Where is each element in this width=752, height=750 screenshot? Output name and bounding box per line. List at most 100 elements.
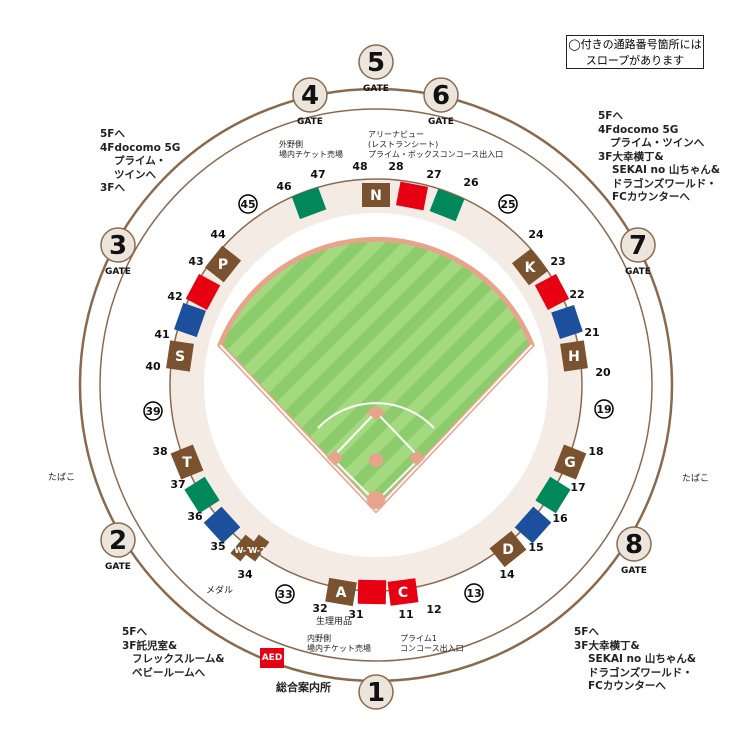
gate-number-2: 2 xyxy=(109,526,127,556)
aisle-label-15: 15 xyxy=(528,541,543,554)
aisle-label-34: 34 xyxy=(237,568,253,581)
seat-block-color-3 xyxy=(551,304,583,340)
seat-block-color-4 xyxy=(535,476,571,514)
arena-view-label: アリーナビュー (レストランシート) プライム・ボックスコンコース出入口 xyxy=(368,130,503,160)
aisle-31: 31 xyxy=(348,608,363,621)
aisle-18: 18 xyxy=(588,445,603,458)
seat-block-label-g: G xyxy=(564,455,576,471)
gate-label-3: GATE xyxy=(105,267,131,277)
aisle-label-27: 27 xyxy=(426,168,441,181)
gate-label-4: GATE xyxy=(297,117,323,127)
note-bottom-left-4: ベビールームへ xyxy=(132,666,206,679)
note-bottom-right: 5Fへ 3F大幸横丁& SEKAI no 山ちゃん& ドラゴンズワールド・ FC… xyxy=(574,626,696,694)
aisle-24: 24 xyxy=(528,228,544,241)
gate-label-7: GATE xyxy=(625,267,651,277)
foul-lines xyxy=(219,344,533,512)
aisle-42: 42 xyxy=(167,290,182,303)
aisle-label-26: 26 xyxy=(463,176,479,189)
info-center-label: 総合案内所 xyxy=(276,681,331,694)
aisle-label-48: 48 xyxy=(352,160,367,173)
gate-number-7: 7 xyxy=(629,231,647,261)
third-base xyxy=(327,450,343,466)
note-bottom-right-1: 5Fへ xyxy=(574,626,599,638)
seat-block-w-2: W-2 xyxy=(244,534,270,562)
seat-block-color-6 xyxy=(357,579,387,605)
note-top-left-5: 3Fへ xyxy=(100,182,125,194)
aisle-label-40: 40 xyxy=(145,360,161,373)
seat-block-color-9 xyxy=(174,302,206,338)
aisle-label-43: 43 xyxy=(188,255,203,268)
warning-track xyxy=(217,236,535,514)
aisle-43: 43 xyxy=(188,255,203,268)
aisle-19: 19 xyxy=(594,399,614,419)
seat-block-w-1: W-1 xyxy=(230,534,256,562)
gate-number-5: 5 xyxy=(367,48,385,78)
gate-label-5: GATE xyxy=(363,84,389,94)
aisle-36: 36 xyxy=(187,510,203,523)
aisle-27: 27 xyxy=(426,168,441,181)
note-bottom-left-1: 5Fへ xyxy=(122,626,147,638)
gate-number-3: 3 xyxy=(109,231,127,261)
infield-ticket-line-2: 場内チケット売場 xyxy=(307,644,371,653)
aisle-28: 28 xyxy=(388,160,403,173)
note-top-left-1: 5Fへ xyxy=(100,128,125,140)
aisle-label-31: 31 xyxy=(348,608,363,621)
aisle-26: 26 xyxy=(463,176,479,189)
note-top-right-3: プライム・ツインへ xyxy=(610,137,705,149)
note-bottom-left-2: 3F託児室& xyxy=(122,639,178,652)
outfield-ticket-line-2: 場内チケット売場 xyxy=(279,150,343,159)
aisle-label-17: 17 xyxy=(570,481,585,494)
note-top-right-2: 4Fdocomo 5G xyxy=(598,123,679,136)
note-bottom-right-3: SEKAI no 山ちゃん& xyxy=(588,653,697,665)
legend-line-2: スロープがあります xyxy=(585,54,685,67)
aisle-20: 20 xyxy=(595,366,611,379)
aisle-label-41: 41 xyxy=(154,328,169,341)
infield-arc xyxy=(317,402,435,429)
aisle-48: 48 xyxy=(352,160,367,173)
seat-block-label-n: N xyxy=(370,188,382,204)
seat-block-label-s: S xyxy=(175,349,185,365)
note-top-right-1: 5Fへ xyxy=(598,110,623,122)
gate-label-8: GATE xyxy=(621,566,647,576)
note-top-left-3: プライム・ xyxy=(114,155,167,167)
seat-block-label-h: H xyxy=(568,349,580,365)
aisle-47: 47 xyxy=(310,168,325,181)
note-top-right-4: 3F大幸横丁& xyxy=(598,150,664,163)
arena-view-line-2: (レストランシート) xyxy=(368,140,439,149)
seat-block-label-t: T xyxy=(182,455,192,471)
seat-block-a: A xyxy=(325,577,357,607)
aisle-label-36: 36 xyxy=(187,510,203,523)
aisle-label-19: 19 xyxy=(596,403,611,416)
aisle-15: 15 xyxy=(528,541,543,554)
medal-label: メダル xyxy=(206,586,234,596)
aisle-label-38: 38 xyxy=(152,445,167,458)
seat-block-d: D xyxy=(489,530,527,568)
aisle-label-13: 13 xyxy=(466,587,481,600)
aisle-44: 44 xyxy=(210,228,226,241)
home-plate xyxy=(367,491,385,509)
note-top-left: 5Fへ 4Fdocomo 5G プライム・ ツインへ 3Fへ xyxy=(100,128,180,196)
aisle-label-25: 25 xyxy=(500,198,515,211)
aisle-13: 13 xyxy=(464,583,484,603)
aisle-label-20: 20 xyxy=(595,366,611,379)
gate-number-6: 6 xyxy=(432,81,450,111)
seat-block-c: C xyxy=(387,578,419,606)
seat-block-t: T xyxy=(170,444,204,480)
note-top-right-5: SEKAI no 山ちゃん& xyxy=(612,164,721,176)
second-base xyxy=(366,406,386,420)
outfield-ticket-line-1: 外野側 xyxy=(279,140,303,149)
note-top-left-4: ツインへ xyxy=(114,168,156,181)
aisle-label-16: 16 xyxy=(552,512,568,525)
aisle-label-23: 23 xyxy=(550,255,565,268)
seat-block-label-k: K xyxy=(525,260,537,276)
gate-1[interactable]: 1 xyxy=(358,674,394,710)
aisle-23: 23 xyxy=(550,255,565,268)
